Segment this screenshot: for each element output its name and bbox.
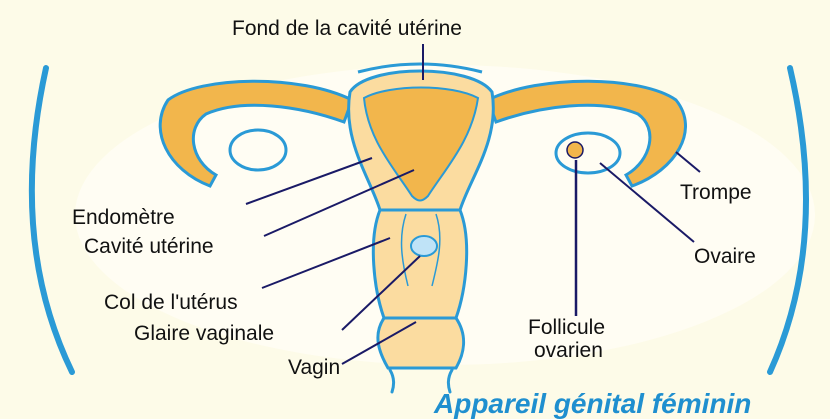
label-col-uterus: Col de l'utérus <box>104 292 238 313</box>
vagina <box>378 318 464 368</box>
label-follicule-line2: ovarien <box>534 340 603 361</box>
ovary-right <box>556 133 620 173</box>
label-glaire-vaginale: Glaire vaginale <box>134 323 274 344</box>
label-ovaire: Ovaire <box>694 246 756 267</box>
body-contour-left <box>32 68 72 372</box>
label-trompe: Trompe <box>680 182 752 203</box>
cervix <box>373 210 466 318</box>
ovary-left <box>230 130 286 170</box>
label-cavite-uterine: Cavité utérine <box>84 236 214 257</box>
label-fond-cavite-uterine: Fond de la cavité utérine <box>232 18 462 39</box>
label-vagin: Vagin <box>288 357 340 378</box>
cervical-mucus <box>411 236 437 256</box>
diagram-caption: Appareil génital féminin <box>434 390 751 418</box>
follicle <box>567 142 583 158</box>
label-endometre: Endomètre <box>72 207 175 228</box>
label-follicule-line1: Follicule <box>528 317 605 338</box>
